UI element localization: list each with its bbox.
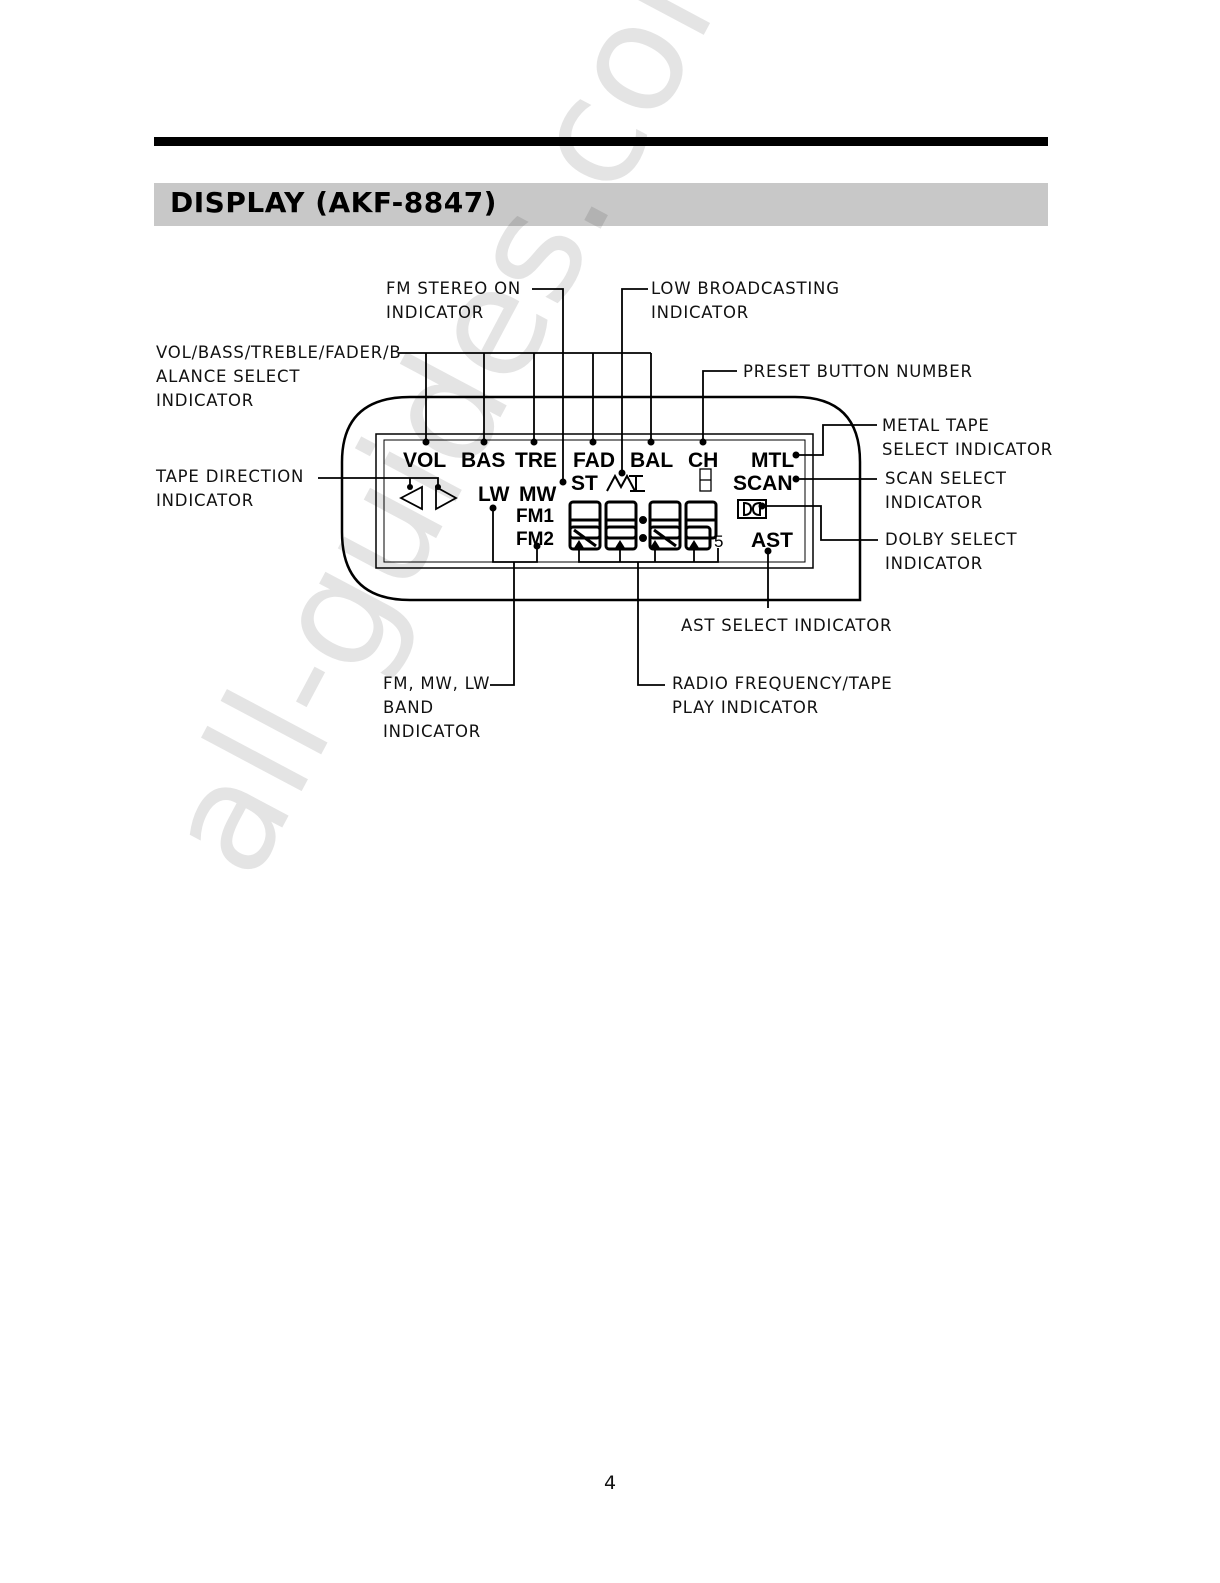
- lcd-vol: VOL: [403, 449, 447, 472]
- lcd-bas: BAS: [461, 449, 506, 472]
- lcd-preset-digit: 8: [698, 467, 709, 489]
- section-title: DISPLAY (AKF-8847): [170, 186, 497, 219]
- lcd-st: ST: [571, 472, 598, 495]
- label-radio-line2: PLAY INDICATOR: [672, 698, 819, 717]
- page-number: 4: [603, 1472, 617, 1494]
- label-low-broadcast-line2: INDICATOR: [651, 303, 750, 322]
- label-metal-line2: SELECT INDICATOR: [882, 440, 1053, 459]
- leader-lines: [318, 288, 878, 686]
- label-preset: PRESET BUTTON NUMBER: [743, 362, 973, 381]
- label-scan-line1: SCAN SELECT: [885, 469, 1007, 488]
- label-fm-stereo-line2: INDICATOR: [386, 303, 485, 322]
- freq-digits-bottom: [568, 525, 712, 551]
- label-tape-dir-line2: INDICATOR: [156, 491, 255, 510]
- label-tape-dir-line1: TAPE DIRECTION: [156, 467, 305, 486]
- label-metal-line1: METAL TAPE: [882, 416, 990, 435]
- label-dolby-line2: INDICATOR: [885, 554, 984, 573]
- leader-dots: [407, 438, 800, 555]
- label-dolby-line1: DOLBY SELECT: [885, 530, 1018, 549]
- freq-digits-top: [568, 500, 718, 540]
- low-broadcast-symbol: [606, 473, 645, 492]
- tape-right-arrow: [435, 485, 458, 511]
- lcd-mtl: MTL: [751, 449, 795, 472]
- lcd-ast: AST: [751, 529, 793, 552]
- lcd-ch: CH: [688, 449, 719, 472]
- lcd-housing: [340, 395, 862, 602]
- label-scan-line2: INDICATOR: [885, 493, 984, 512]
- lcd-scan: SCAN: [733, 472, 793, 495]
- label-vol-line1: VOL/BASS/TREBLE/FADER/B: [156, 343, 402, 362]
- lcd-fm2: FM2: [516, 529, 554, 550]
- label-ast: AST SELECT INDICATOR: [681, 616, 893, 635]
- dolby-symbol: [737, 499, 767, 519]
- label-low-broadcast-line1: LOW BROADCASTING: [651, 279, 840, 298]
- lcd-screen: [375, 433, 814, 569]
- lcd-tre: TRE: [515, 449, 557, 472]
- label-radio-line1: RADIO FREQUENCY/TAPE: [672, 674, 893, 693]
- lcd-fm1: FM1: [516, 506, 554, 527]
- lcd-mw: MW: [519, 483, 557, 506]
- label-band-line2: BAND: [383, 698, 434, 717]
- digit-markers: [574, 540, 699, 548]
- lcd-lw: LW: [478, 483, 510, 506]
- label-band-line1: FM, MW, LW: [383, 674, 491, 693]
- label-fm-stereo-line1: FM STEREO ON: [386, 279, 522, 298]
- section-title-bar: DISPLAY (AKF-8847): [154, 183, 1048, 226]
- lcd-small-5: 5: [714, 532, 724, 551]
- lcd-fad: FAD: [573, 449, 615, 472]
- lcd-bal: BAL: [630, 449, 674, 472]
- label-vol-line3: INDICATOR: [156, 391, 255, 410]
- tape-left-arrow: [399, 485, 423, 511]
- top-rule: [154, 137, 1048, 146]
- label-band-line3: INDICATOR: [383, 722, 482, 741]
- label-vol-line2: ALANCE SELECT: [156, 367, 301, 386]
